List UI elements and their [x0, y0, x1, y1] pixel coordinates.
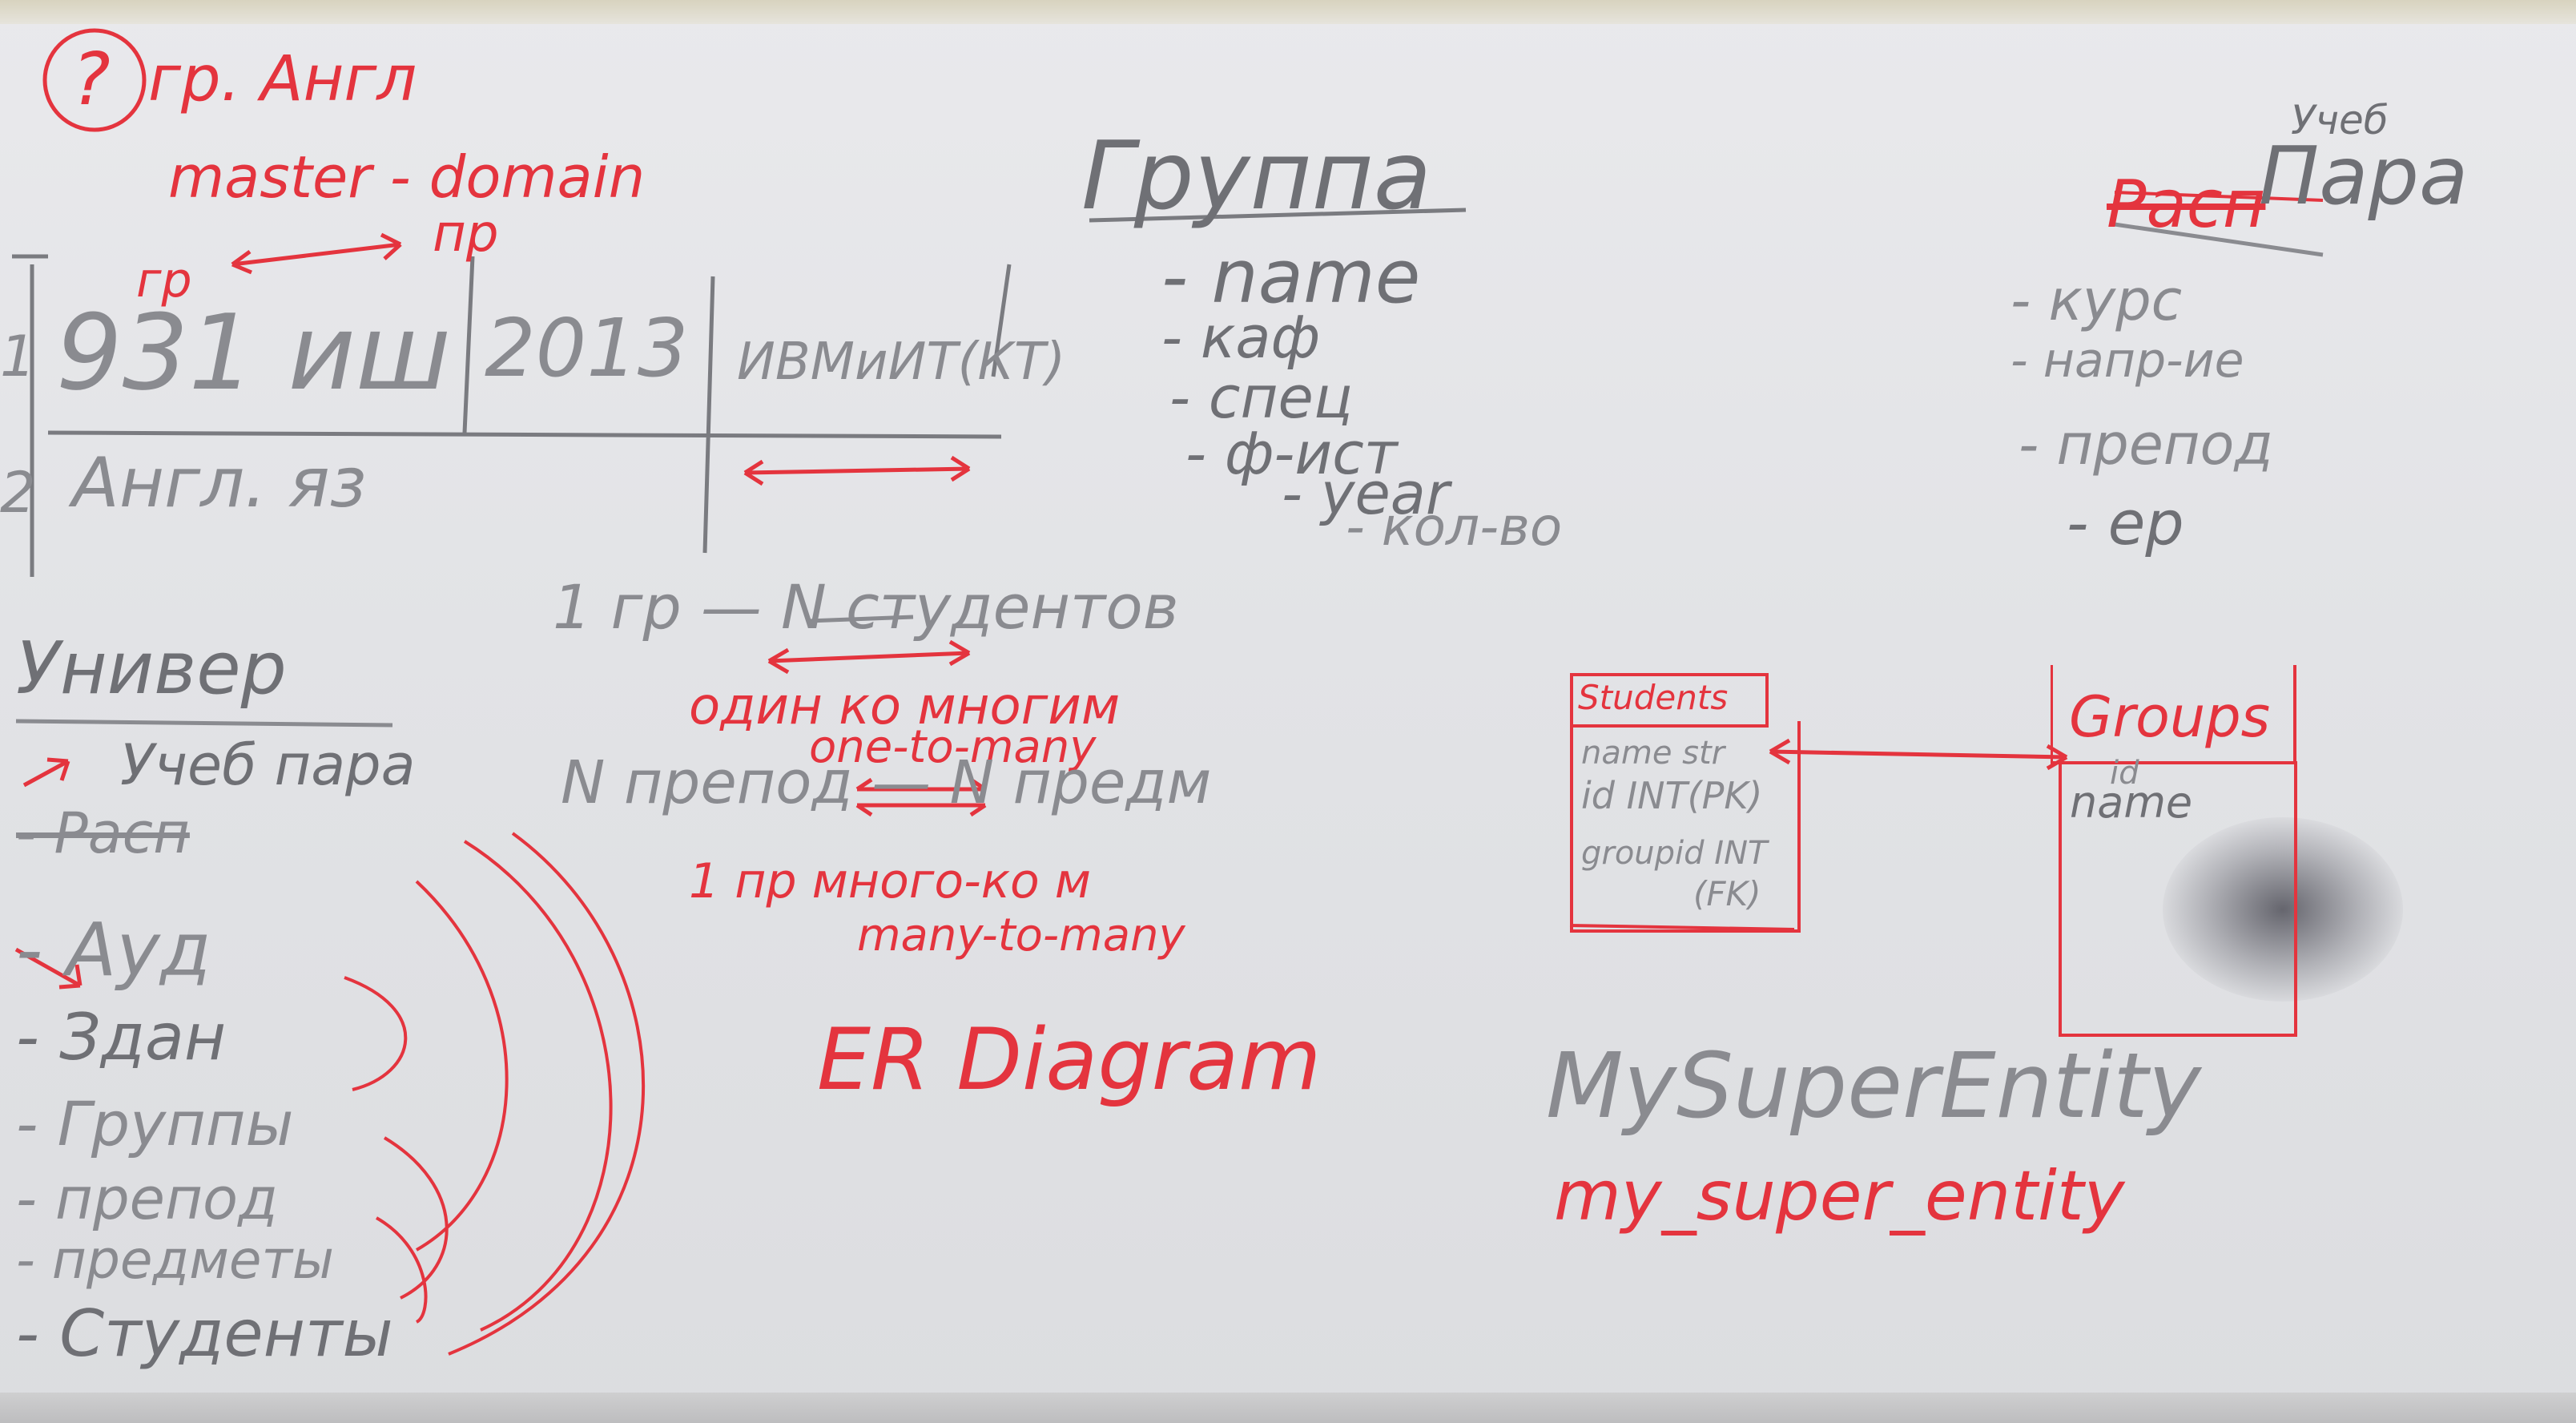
students-row-groupid: groupid INT — [1581, 835, 1768, 872]
relation-many-black: N препод — N предм — [561, 748, 1212, 817]
question-circle — [42, 28, 147, 132]
students-table-title: Students — [1578, 678, 1729, 717]
class-field-napr: - напр-ие — [2010, 333, 2244, 389]
relation-one-to-many-ru: один ко многим — [689, 677, 1121, 736]
table-row1-dept: ИВМиИТ(КТ) — [737, 333, 1066, 392]
univer-item-subjects: - предметы — [16, 1229, 335, 1291]
students-table-body: name str id INT(PK) groupid INT (FK) — [1570, 721, 1801, 933]
class-field-prepod: - препод — [2019, 412, 2273, 478]
relation-many-ru: 1 пр много-ко м — [689, 853, 1092, 909]
univer-item-aud: - Ауд — [16, 907, 211, 993]
students-to-groups-arrow — [1769, 749, 2067, 760]
note-gr: гр — [136, 252, 192, 308]
group-field-count: - кол-во — [1346, 496, 1563, 558]
note-gr-angl: гр. Англ — [148, 43, 417, 115]
table-row1-num: 1 — [0, 324, 36, 389]
groups-table-title: Groups — [2069, 684, 2271, 750]
class-entity-crossed: Расп — [2107, 167, 2266, 243]
univer-item-building: - Здан — [16, 1000, 227, 1074]
arrow-many-to-many — [857, 787, 985, 808]
note-pr: пр — [433, 204, 499, 264]
students-row-name: name str — [1581, 735, 1725, 772]
arrow-univer-2 — [14, 947, 82, 988]
univer-item-teacher: - препод — [16, 1165, 278, 1232]
group-field-spec: - спец — [1169, 364, 1353, 431]
group-entity-title: Группа — [1081, 120, 1432, 231]
table-grid — [12, 254, 1012, 577]
arrow-one-to-many — [768, 651, 970, 663]
board-tray — [0, 1393, 2576, 1423]
table-row2-num: 2 — [0, 460, 36, 526]
arrow-univer-1 — [22, 759, 70, 788]
students-students-border — [1569, 924, 1795, 931]
students-table-header: Students — [1570, 673, 1769, 728]
group-field-year: - year — [1282, 460, 1450, 527]
univer-title: Универ — [16, 627, 287, 711]
group-field-fist: - ф-ист — [1185, 420, 1398, 487]
univer-arcs — [344, 832, 646, 1356]
groups-row-name: name — [2070, 777, 2193, 828]
groups-row-id: id — [2110, 755, 2139, 792]
groups-table-header: Groups — [2051, 665, 2296, 764]
groups-table-body: id name — [2059, 757, 2297, 1037]
univer-item-groups: - Группы — [16, 1088, 294, 1159]
table-row1-year: 2013 — [485, 301, 689, 395]
board-frame-top — [0, 0, 2576, 24]
students-row-id: id INT(PK) — [1581, 774, 1763, 817]
class-field-er: - ер — [2067, 487, 2184, 558]
table-row2-subject: Англ. яз — [72, 443, 367, 523]
entity-name-camel: MySuperEntity — [1546, 1034, 2202, 1139]
relation-many-en: many-to-many — [857, 909, 1185, 961]
relation-one-to-many-en: one-to-many — [809, 721, 1097, 773]
class-entity-title: Пара — [2259, 129, 2469, 223]
univer-item-class: Учеб пара — [120, 732, 416, 798]
er-diagram-label: ER Diagram — [817, 1010, 1322, 1109]
table-row1-group: 931 иш — [56, 292, 451, 413]
group-field-name: - name — [1161, 234, 1421, 320]
note-master-domain: master - domain — [168, 143, 646, 211]
class-entity-title-small: Учеб — [2291, 97, 2389, 143]
relation-one-to-many-black: 1 гр — N студентов — [553, 571, 1179, 643]
arrow-table — [744, 466, 970, 475]
entity-name-snake: my_super_entity — [1554, 1156, 2125, 1236]
group-field-kaf: - каф — [1161, 304, 1321, 371]
class-field-kurs: - курс — [2010, 268, 2183, 333]
students-row-fk: (FK) — [1693, 874, 1761, 913]
univer-item-schedule: - Расп — [16, 800, 190, 866]
question-mark: ? — [72, 38, 111, 122]
smudge — [2163, 817, 2403, 1002]
univer-item-students: - Студенты — [16, 1296, 393, 1371]
arrow-gr-pr — [231, 242, 401, 267]
